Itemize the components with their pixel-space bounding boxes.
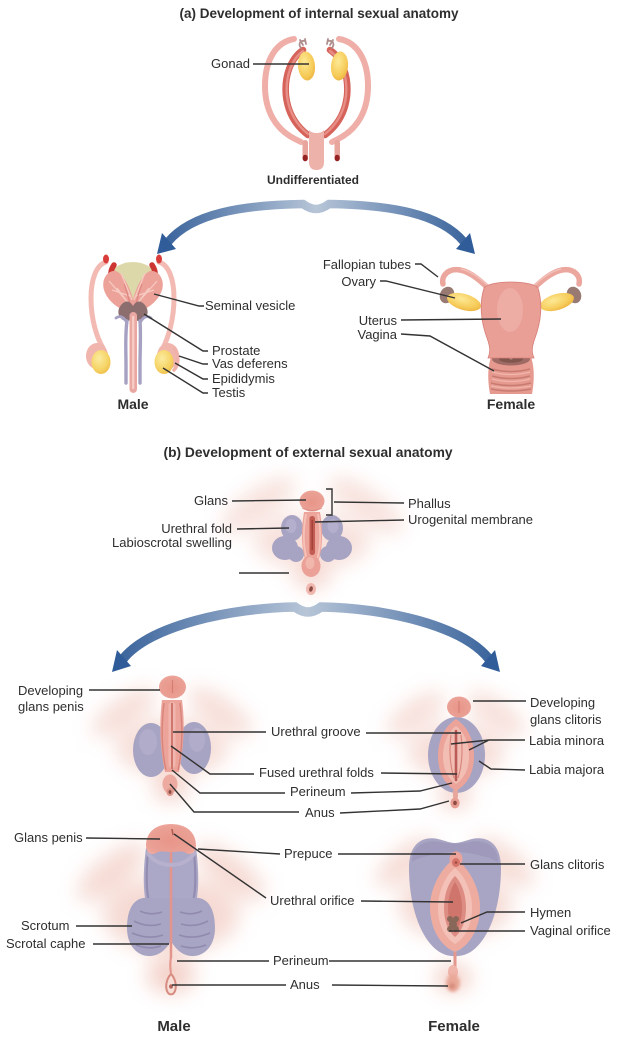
svg-text:Ovary: Ovary — [341, 274, 376, 289]
svg-text:Labia minora: Labia minora — [529, 733, 605, 748]
svg-text:Prostate: Prostate — [212, 343, 260, 358]
svg-text:Phallus: Phallus — [408, 496, 451, 511]
svg-text:Urogenital membrane: Urogenital membrane — [408, 512, 533, 527]
svg-text:Epididymis: Epididymis — [212, 371, 275, 386]
svg-text:Perineum: Perineum — [290, 784, 346, 799]
svg-text:Fused urethral folds: Fused urethral folds — [259, 765, 374, 780]
svg-text:Urethral orifice: Urethral orifice — [270, 893, 355, 908]
svg-text:Vagina: Vagina — [357, 327, 397, 342]
svg-text:Prepuce: Prepuce — [284, 846, 332, 861]
svg-text:Uterus: Uterus — [359, 313, 398, 328]
svg-text:Female: Female — [428, 1018, 480, 1035]
svg-text:Developing: Developing — [530, 695, 595, 710]
svg-text:Anus: Anus — [305, 805, 335, 820]
svg-text:Labia majora: Labia majora — [529, 762, 605, 777]
svg-text:Testis: Testis — [212, 385, 246, 400]
svg-text:Male: Male — [117, 396, 148, 412]
svg-text:Scrotum: Scrotum — [21, 918, 69, 933]
svg-text:Urethral groove: Urethral groove — [271, 724, 361, 739]
svg-text:Glans: Glans — [194, 493, 228, 508]
svg-text:Vaginal orifice: Vaginal orifice — [530, 923, 611, 938]
svg-text:Seminal vesicle: Seminal vesicle — [205, 298, 295, 313]
svg-text:Developing: Developing — [18, 683, 83, 698]
svg-text:Hymen: Hymen — [530, 905, 571, 920]
svg-text:(b) Development of external se: (b) Development of external sexual anato… — [163, 445, 452, 460]
svg-text:Glans clitoris: Glans clitoris — [530, 857, 605, 872]
svg-text:Glans penis: Glans penis — [14, 830, 83, 845]
svg-text:(a) Development of internal se: (a) Development of internal sexual anato… — [179, 6, 459, 21]
svg-text:Perineum: Perineum — [273, 953, 329, 968]
svg-text:Scrotal caphe: Scrotal caphe — [6, 936, 86, 951]
svg-text:Labioscrotal swelling: Labioscrotal swelling — [112, 535, 232, 550]
svg-text:Male: Male — [157, 1018, 190, 1035]
svg-text:Female: Female — [487, 396, 535, 412]
svg-text:Urethral fold: Urethral fold — [161, 521, 232, 536]
svg-text:Gonad: Gonad — [211, 56, 250, 71]
svg-text:Undifferentiated: Undifferentiated — [267, 173, 359, 187]
svg-text:glans clitoris: glans clitoris — [530, 712, 602, 727]
svg-text:Anus: Anus — [290, 977, 320, 992]
svg-text:glans penis: glans penis — [18, 699, 84, 714]
svg-text:Vas deferens: Vas deferens — [212, 356, 288, 371]
svg-text:Fallopian tubes: Fallopian tubes — [323, 257, 412, 272]
